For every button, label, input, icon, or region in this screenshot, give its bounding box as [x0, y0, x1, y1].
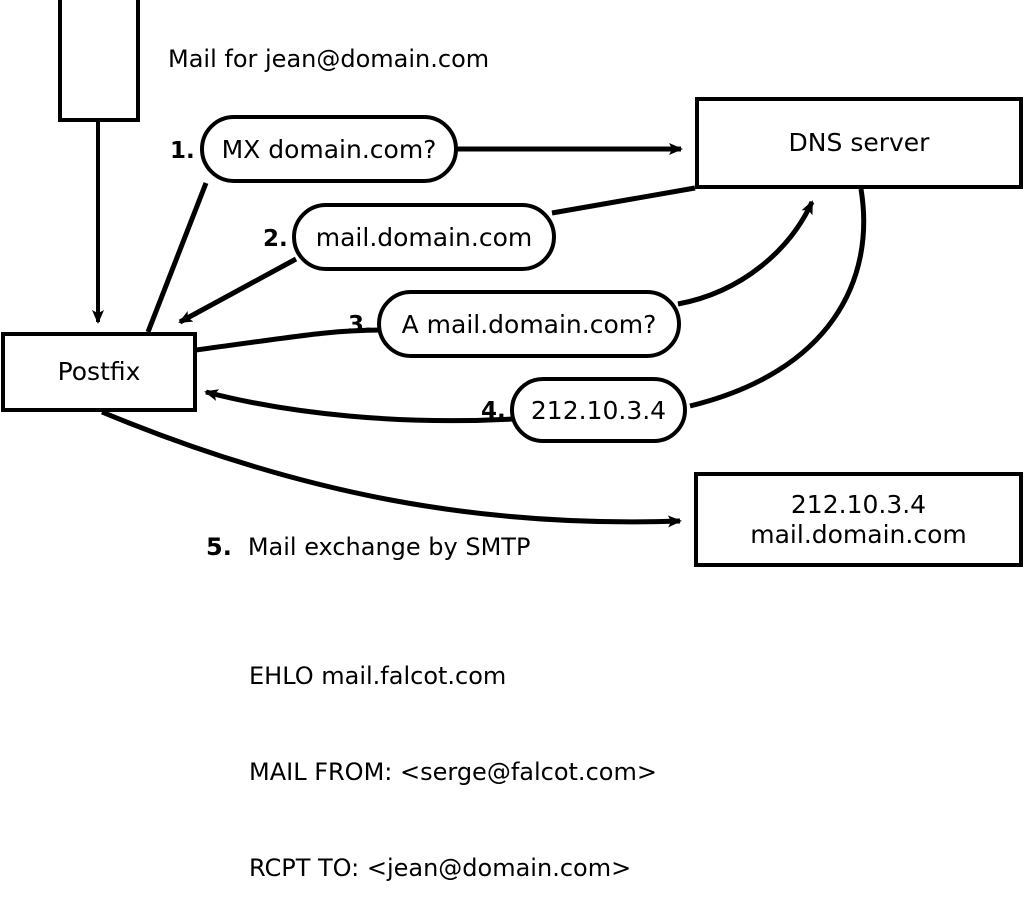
remote-mail-server-box: 212.10.3.4 mail.domain.com: [694, 472, 1023, 567]
step-5-label: Mail exchange by SMTP: [247, 533, 531, 561]
sender-box: [58, 0, 140, 122]
connector-bubble3-to-dns: [677, 200, 815, 307]
step-3-bubble: A mail.domain.com?: [377, 290, 681, 358]
smtp-line: EHLO mail.falcot.com: [249, 662, 507, 690]
postfix-label: Postfix: [57, 357, 141, 387]
step-2-number: 2.: [263, 226, 288, 252]
connector-postfix-to-bubble1: [145, 182, 209, 333]
remote-mail-server-host: mail.domain.com: [750, 519, 967, 549]
step-5-heading: 5. Mail exchange by SMTP: [206, 533, 530, 561]
step-1-number: 1.: [170, 138, 195, 164]
connector-dns-to-bubble2: [551, 185, 696, 216]
step-4-number: 4.: [481, 398, 506, 424]
postfix-box: Postfix: [1, 332, 197, 412]
step-3-number: 3.: [348, 312, 373, 338]
step-4-bubble: 212.10.3.4: [510, 377, 687, 443]
connector-bubble4-to-postfix: [204, 389, 514, 424]
step-1-bubble: MX domain.com?: [200, 115, 458, 183]
smtp-line: RCPT TO: <jean@domain.com>: [249, 854, 632, 882]
dns-server-label: DNS server: [788, 128, 930, 158]
mail-for-label: Mail for jean@domain.com: [168, 45, 490, 73]
smtp-line: MAIL FROM: <serge@falcot.com>: [249, 758, 657, 786]
connector-bubble2-to-postfix: [178, 256, 298, 325]
dns-server-box: DNS server: [695, 97, 1023, 189]
connector-postfix-to-bubble3: [195, 327, 387, 353]
connector-postfix-to-remote: [101, 409, 682, 528]
connector-dns-to-bubble4: [689, 188, 867, 409]
remote-mail-server-ip: 212.10.3.4: [790, 490, 927, 519]
smtp-transcript: EHLO mail.falcot.com MAIL FROM: <serge@f…: [249, 596, 657, 919]
step-5-number: 5.: [206, 533, 232, 561]
step-2-bubble: mail.domain.com: [292, 203, 556, 271]
